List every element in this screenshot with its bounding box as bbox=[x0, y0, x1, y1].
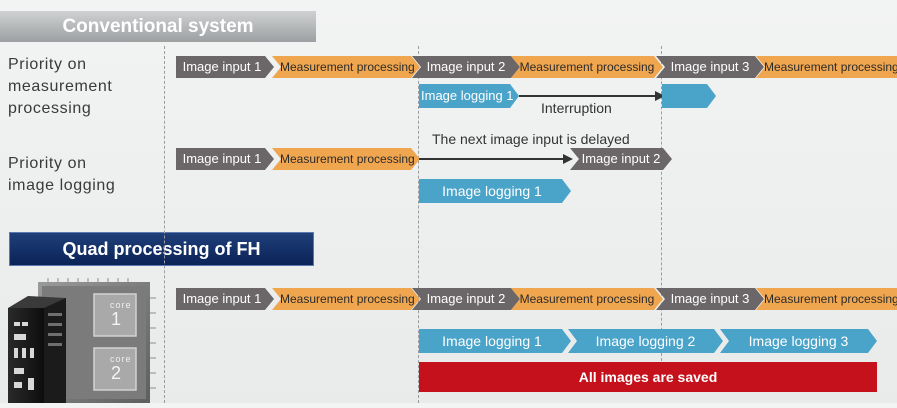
chevron-image-input-1: Image input 1 bbox=[176, 56, 274, 78]
timeline-divider bbox=[661, 46, 662, 361]
chevron-measurement-processing: Measurement processing bbox=[272, 56, 420, 78]
chevron-image-logging-resumed bbox=[662, 84, 716, 108]
chevron-measurement-processing: Measurement processing bbox=[756, 56, 897, 78]
chevron-image-logging-1: Image logging 1 bbox=[419, 179, 571, 203]
label-line: Priority on bbox=[8, 155, 87, 172]
chevron-image-input-3: Image input 3 bbox=[656, 56, 764, 78]
chevron-measurement-processing: Measurement processing bbox=[756, 288, 897, 310]
chevron-measurement-processing: Measurement processing bbox=[511, 288, 663, 310]
chevron-image-input-2: Image input 2 bbox=[570, 148, 672, 170]
chevron-image-input-2: Image input 2 bbox=[412, 288, 520, 310]
delayed-note: The next image input is delayed bbox=[432, 131, 630, 147]
chevron-image-input-1: Image input 1 bbox=[176, 148, 274, 170]
delay-arrow bbox=[419, 158, 565, 160]
arrow-head-icon bbox=[655, 91, 665, 101]
controller-drawing-icon bbox=[8, 278, 156, 403]
chevron-measurement-processing: Measurement processing bbox=[272, 288, 420, 310]
chevron-image-logging-1: Image logging 1 bbox=[419, 329, 571, 353]
all-images-saved-banner: All images are saved bbox=[419, 362, 877, 392]
label-line: processing bbox=[8, 100, 92, 117]
quad-processing-header: Quad processing of FH bbox=[9, 232, 314, 266]
timeline-divider bbox=[164, 46, 165, 403]
core-1-tag: core bbox=[110, 300, 132, 310]
label-line: Priority on bbox=[8, 56, 87, 73]
interruption-note: Interruption bbox=[541, 100, 612, 116]
core-1-number: 1 bbox=[111, 309, 122, 329]
chevron-image-input-3: Image input 3 bbox=[656, 288, 764, 310]
label-line: image logging bbox=[8, 177, 116, 194]
fh-controller-illustration: core 1 core 2 bbox=[8, 278, 156, 403]
row-label-priority-logging: Priority on image logging bbox=[8, 153, 115, 197]
timeline-divider bbox=[418, 46, 419, 403]
chevron-measurement-processing: Measurement processing bbox=[272, 148, 420, 170]
label-line: measurement bbox=[8, 78, 113, 95]
row-label-priority-measurement: Priority on measurement processing bbox=[8, 54, 112, 120]
conventional-system-header: Conventional system bbox=[0, 11, 316, 42]
chevron-image-input-1: Image input 1 bbox=[176, 288, 274, 310]
core-2-tag: core bbox=[110, 354, 132, 364]
core-2-number: 2 bbox=[111, 363, 122, 383]
chevron-image-input-2: Image input 2 bbox=[412, 56, 520, 78]
chevron-image-logging-2: Image logging 2 bbox=[568, 329, 723, 353]
interruption-arrow bbox=[519, 95, 657, 97]
chevron-measurement-processing: Measurement processing bbox=[511, 56, 663, 78]
chevron-image-logging-1: Image logging 1 bbox=[419, 84, 519, 108]
arrow-head-icon bbox=[563, 154, 573, 164]
chevron-image-logging-3: Image logging 3 bbox=[720, 329, 877, 353]
